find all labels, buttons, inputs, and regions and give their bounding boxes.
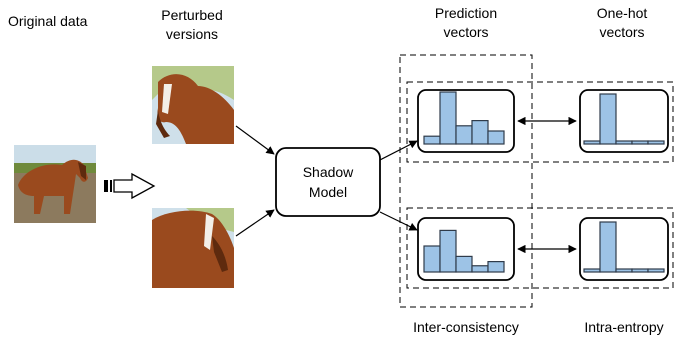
onehot-bottom-bar-1: [583, 268, 601, 273]
prediction-bottom-bar-5: [487, 261, 505, 273]
arrow-top-image-to-model: [235, 125, 275, 155]
onehot-label-line2: vectors: [599, 24, 644, 40]
onehot-label-line1: One-hot: [597, 5, 648, 21]
prediction-bottom-bar-2: [439, 229, 457, 273]
perturbed-label-line2: versions: [166, 26, 218, 42]
original-data-label: Original data: [8, 13, 88, 29]
onehot-bottom-bar-2: [599, 221, 617, 273]
prediction-top-bar-1: [423, 135, 441, 145]
onehot-bottom-bar-5: [647, 268, 665, 273]
onehot-histogram-bottom: [583, 221, 665, 273]
prediction-label-line1: Prediction: [435, 5, 497, 21]
prediction-bottom-bar-1: [423, 245, 441, 273]
original-horse-image: [14, 145, 96, 223]
block-arrow: [104, 172, 156, 200]
bottom-pair-dashed-box: [406, 207, 674, 289]
onehot-top-bar-4: [631, 140, 649, 145]
prediction-top-bar-2: [439, 91, 457, 145]
arrow-bottom-image-to-model: [235, 209, 275, 237]
arrow-model-to-prediction-top: [379, 140, 418, 161]
perturbed-horse-image-top: [152, 66, 234, 144]
onehot-top-bar-2: [599, 93, 617, 145]
prediction-label-line2: vectors: [443, 24, 488, 40]
perturbed-label-line1: Perturbed: [161, 7, 222, 23]
prediction-bottom-bar-3: [455, 255, 473, 273]
onehot-top-bar-3: [615, 140, 633, 145]
prediction-histogram-bottom: [423, 229, 505, 273]
onehot-top-bar-5: [647, 140, 665, 145]
prediction-histogram-top: [423, 91, 505, 145]
shadow-model-box: Shadow Model: [275, 147, 381, 217]
onehot-histogram-top: [583, 93, 665, 145]
onehot-bottom-bar-4: [631, 268, 649, 273]
shadow-model-line1: Shadow: [303, 164, 354, 180]
inter-consistency-dashed-box: [399, 54, 533, 308]
prediction-top-bar-4: [471, 119, 489, 145]
onehot-bottom-bar-3: [615, 268, 633, 273]
onehot-top-bar-1: [583, 140, 601, 145]
prediction-top-bar-3: [455, 125, 473, 145]
arrow-model-to-prediction-bottom: [379, 211, 418, 231]
inter-consistency-label: Inter-consistency: [413, 319, 519, 335]
prediction-bottom-bar-4: [471, 265, 489, 273]
prediction-top-bar-5: [487, 130, 505, 145]
top-pair-dashed-box: [406, 81, 674, 163]
perturbed-horse-image-bottom: [152, 208, 234, 288]
intra-entropy-label: Intra-entropy: [584, 319, 663, 335]
shadow-model-line2: Model: [309, 184, 347, 200]
